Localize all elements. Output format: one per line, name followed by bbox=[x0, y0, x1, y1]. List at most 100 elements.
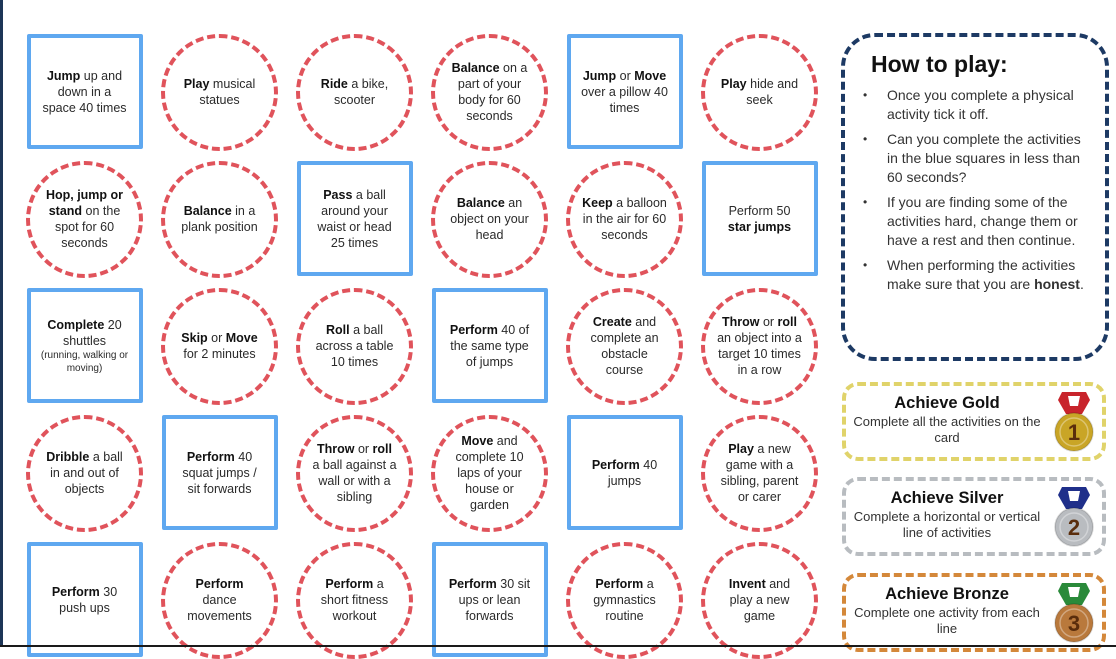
award-title: Achieve Bronze bbox=[885, 585, 1009, 603]
bullet-icon: • bbox=[863, 132, 868, 146]
activity-text: Balance in a plank position bbox=[177, 203, 262, 235]
rule-emphasis: honest bbox=[1034, 276, 1080, 292]
timed-activity-square[interactable]: Jump up and down in a space 40 times bbox=[26, 34, 143, 149]
activity-text: Perform dance movements bbox=[177, 576, 262, 624]
activity-text: Keep a balloon in the air for 60 seconds bbox=[582, 195, 667, 243]
activity-detail: and complete an obstacle course bbox=[590, 315, 659, 377]
timed-activity-square[interactable]: Perform 30 sit ups or lean forwards bbox=[431, 542, 548, 657]
timed-activity-square[interactable]: Perform 50 star jumps bbox=[701, 161, 818, 276]
activity-circle[interactable]: Perform dance movements bbox=[161, 541, 278, 659]
activity-detail: 20 shuttles bbox=[62, 317, 122, 348]
activity-circle[interactable]: Balance in a plank position bbox=[161, 160, 278, 278]
activity-detail: up and down in a space 40 times bbox=[42, 68, 127, 115]
activity-verb: Perform bbox=[325, 577, 374, 591]
activity-detail: 40 of the same type of jumps bbox=[450, 322, 530, 369]
timed-activity-square[interactable]: Perform 40 of the same type of jumps bbox=[431, 288, 548, 403]
rule-item: •Once you complete a physical activity t… bbox=[863, 86, 1093, 124]
activity-circle[interactable]: Roll a ball across a table 10 times bbox=[296, 287, 413, 405]
activity-detail: a ball across a table 10 times bbox=[315, 323, 394, 369]
award-silver: Achieve Silver Complete a horizontal or … bbox=[842, 477, 1106, 556]
activity-circle[interactable]: Keep a balloon in the air for 60 seconds bbox=[566, 160, 683, 278]
activity-verb: Move bbox=[225, 331, 258, 345]
activity-detail: (running, walking or moving) bbox=[40, 349, 129, 374]
activity-detail: on a part of your body for 60 seconds bbox=[457, 61, 528, 123]
activity-text: Perform 40 squat jumps / sit forwards bbox=[176, 449, 264, 497]
activity-text: Jump or Move over a pillow 40 times bbox=[581, 68, 669, 116]
activity-circle[interactable]: Perform a gymnastics routine bbox=[566, 541, 683, 659]
activity-text: Perform 50 star jumps bbox=[716, 203, 804, 235]
how-to-play-list: •Once you complete a physical activity t… bbox=[863, 86, 1093, 294]
activity-verb: Balance bbox=[456, 196, 505, 210]
activity-detail: or bbox=[759, 315, 778, 329]
activity-circle[interactable]: Skip or Move for 2 minutes bbox=[161, 287, 278, 405]
activity-text: Balance on a part of your body for 60 se… bbox=[447, 60, 532, 124]
activity-verb: Throw bbox=[721, 315, 760, 329]
activity-text: Move and complete 10 laps of your house … bbox=[447, 433, 532, 513]
bullet-icon: • bbox=[863, 258, 868, 272]
activity-circle[interactable]: Hop, jump or stand on the spot for 60 se… bbox=[26, 160, 143, 278]
activity-detail: a gymnastics routine bbox=[593, 577, 656, 623]
bottom-border bbox=[0, 645, 1116, 647]
award-description: Complete a horizontal or vertical line o… bbox=[853, 509, 1041, 540]
activity-text: Pass a ball around your waist or head 25… bbox=[311, 187, 399, 251]
activity-detail: a short fitness workout bbox=[320, 577, 389, 623]
activity-detail: for 2 minutes bbox=[183, 347, 256, 361]
activity-circle[interactable]: Move and complete 10 laps of your house … bbox=[431, 414, 548, 532]
timed-activity-square[interactable]: Complete 20 shuttles(running, walking or… bbox=[26, 288, 143, 403]
rule-text: If you are finding some of the activitie… bbox=[887, 194, 1078, 248]
activity-circle[interactable]: Perform a short fitness workout bbox=[296, 541, 413, 659]
timed-activity-square[interactable]: Jump or Move over a pillow 40 times bbox=[566, 34, 683, 149]
activity-verb: Balance bbox=[183, 204, 232, 218]
activity-text: Ride a bike, scooter bbox=[312, 76, 397, 108]
timed-activity-square[interactable]: Pass a ball around your waist or head 25… bbox=[296, 161, 413, 276]
activity-verb: Play bbox=[728, 442, 754, 456]
timed-activity-square[interactable]: Perform 40 squat jumps / sit forwards bbox=[161, 415, 278, 530]
rule-item: •Can you complete the activities in the … bbox=[863, 130, 1093, 187]
activity-detail: an object into a target 10 times in a ro… bbox=[717, 331, 802, 377]
activity-detail: dance movements bbox=[187, 593, 252, 623]
activity-circle[interactable]: Play hide and seek bbox=[701, 33, 818, 151]
activity-circle[interactable]: Throw or roll a ball against a wall or w… bbox=[296, 414, 413, 532]
activity-verb: star jumps bbox=[727, 219, 792, 234]
activity-verb: Invent bbox=[728, 577, 766, 591]
activity-circle[interactable]: Dribble a ball in and out of objects bbox=[26, 414, 143, 532]
activity-circle[interactable]: Play a new game with a sibling, parent o… bbox=[701, 414, 818, 532]
timed-activity-square[interactable]: Perform 40 jumps bbox=[566, 415, 683, 530]
activity-verb: Throw bbox=[316, 442, 355, 456]
activity-detail: or bbox=[354, 442, 373, 456]
activity-circle[interactable]: Balance on a part of your body for 60 se… bbox=[431, 33, 548, 151]
activity-text: Jump up and down in a space 40 times bbox=[41, 68, 129, 116]
activity-verb: Balance bbox=[451, 61, 500, 75]
activity-text: Invent and play a new game bbox=[717, 576, 802, 624]
activity-text: Dribble a ball in and out of objects bbox=[42, 449, 127, 497]
activity-detail: a ball against a wall or with a sibling bbox=[312, 458, 397, 504]
activity-circle[interactable]: Play musical statues bbox=[161, 33, 278, 151]
activity-detail: a ball in and out of objects bbox=[50, 450, 123, 496]
how-to-play-box: How to play: •Once you complete a physic… bbox=[841, 33, 1109, 361]
activity-circle[interactable]: Throw or roll an object into a target 10… bbox=[701, 287, 818, 405]
award-description: Complete one activity from each line bbox=[854, 605, 1040, 636]
activity-detail: 30 sit ups or lean forwards bbox=[458, 576, 531, 623]
timed-activity-square[interactable]: Perform 30 push ups bbox=[26, 542, 143, 657]
award-text: Achieve Bronze Complete one activity fro… bbox=[852, 583, 1042, 637]
activity-text: Hop, jump or stand on the spot for 60 se… bbox=[42, 187, 127, 251]
activity-detail: a balloon in the air for 60 seconds bbox=[582, 196, 667, 242]
award-gold: Achieve Gold Complete all the activities… bbox=[842, 382, 1106, 461]
activity-verb: Perform bbox=[591, 457, 640, 472]
activity-detail: 40 jumps bbox=[607, 457, 658, 488]
award-description: Complete all the activities on the card bbox=[853, 414, 1041, 445]
activity-verb: Complete bbox=[47, 317, 105, 332]
activity-detail: 40 squat jumps / sit forwards bbox=[182, 449, 257, 496]
activity-circle[interactable]: Ride a bike, scooter bbox=[296, 33, 413, 151]
award-bronze: Achieve Bronze Complete one activity fro… bbox=[842, 573, 1106, 652]
activity-circle[interactable]: Invent and play a new game bbox=[701, 541, 818, 659]
activity-verb: Perform bbox=[595, 577, 644, 591]
activity-verb: Skip bbox=[181, 331, 208, 345]
activity-detail: a bike, scooter bbox=[334, 77, 389, 107]
activity-text: Roll a ball across a table 10 times bbox=[312, 322, 397, 370]
activity-circle[interactable]: Create and complete an obstacle course bbox=[566, 287, 683, 405]
activity-detail: an object on your head bbox=[450, 196, 529, 242]
activity-detail: a new game with a sibling, parent or car… bbox=[720, 442, 799, 504]
activity-detail: 30 push ups bbox=[59, 584, 118, 615]
activity-circle[interactable]: Balance an object on your head bbox=[431, 160, 548, 278]
